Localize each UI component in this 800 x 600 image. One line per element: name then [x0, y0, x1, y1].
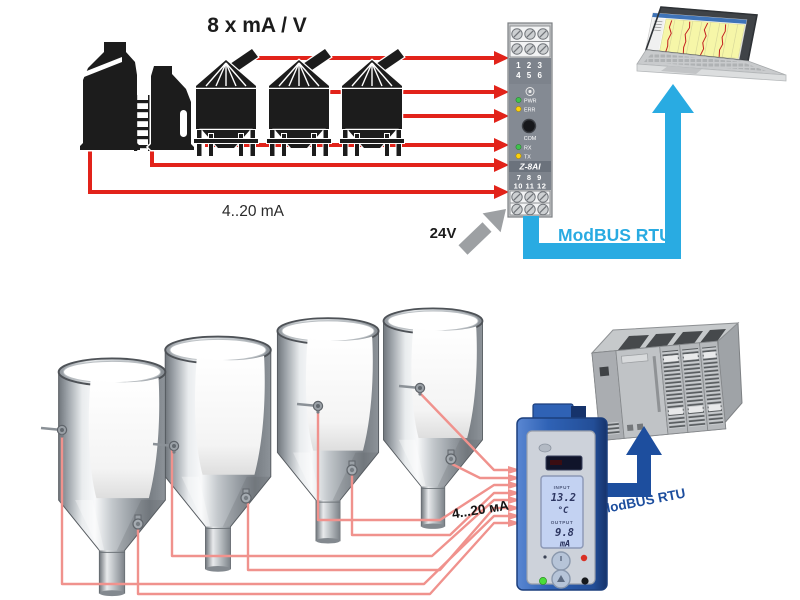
plc-icon [590, 321, 743, 442]
rx-led [515, 144, 522, 150]
device-black-dot [581, 577, 589, 585]
modbus-rtu-path-top [523, 84, 694, 259]
pwr-led [515, 97, 522, 103]
indicator-device: INPUT 13.2 °C OUTPUT 9.8 mA [516, 403, 608, 591]
brand-logo-icon [525, 87, 535, 96]
bottle-slot [180, 110, 187, 137]
tank-icon [276, 317, 380, 545]
device-red-led [580, 554, 588, 562]
silo-icon [192, 47, 260, 158]
lcd-input-label: INPUT [554, 485, 571, 490]
com-label: COM [524, 136, 537, 142]
level-sensor-icon [346, 460, 358, 476]
device-green-led [539, 577, 547, 585]
ladder-icon [134, 95, 152, 151]
tank-icon [57, 357, 167, 598]
level-sensor-icon [39, 424, 68, 439]
terminal-numbers-top-2: 4 5 6 [516, 71, 544, 80]
bottle-highlight [84, 57, 122, 77]
pink-arrowheads [508, 466, 521, 527]
tx-led [515, 153, 522, 159]
device-led-display [545, 455, 583, 471]
power-label: 24V [430, 225, 457, 242]
pwr-led-label: PWR [524, 99, 537, 105]
z8ai-module: 1 2 3 4 5 6 PWR ERR COM RX TX Z-8AI 7 8 … [507, 22, 553, 218]
terminal-numbers-bottom-2: 10 11 12 [514, 182, 547, 191]
current-loop-label-bottom: 4...20 мА [451, 498, 510, 522]
analog-wiring [60, 389, 508, 596]
terminal-numbers-bottom-1: 7 8 9 [517, 173, 544, 182]
red-arrowheads [494, 51, 509, 199]
silo-icon [265, 47, 333, 158]
device-lcd: INPUT 13.2 °C OUTPUT 9.8 mA [540, 475, 584, 550]
tx-led-label: TX [524, 155, 531, 161]
modbus-label-top: ModBUS RTU [558, 225, 672, 245]
tank-icon [164, 335, 272, 573]
silo-icon [338, 47, 406, 158]
lcd-input-value: 13.2 [551, 492, 576, 504]
lcd-input-unit: °C [558, 506, 569, 516]
lcd-output-value: 9.8 [555, 527, 574, 539]
current-loop-label-top: 4..20 mA [222, 203, 285, 220]
channels-count-label: 8 x mA / V [207, 14, 307, 37]
module-model-label: Z-8AI [518, 162, 541, 172]
laptop-icon [636, 6, 787, 82]
lcd-output-unit: mA [559, 540, 570, 550]
level-sensor-icon [132, 514, 144, 530]
terminal-numbers-top-1: 1 2 3 [516, 61, 544, 70]
com-port-icon [521, 118, 537, 134]
bottle-icon [78, 40, 142, 152]
lcd-output-label: OUTPUT [551, 520, 573, 525]
tank-icon [382, 307, 484, 530]
level-sensor-icon [445, 449, 457, 465]
source-silhouettes [78, 40, 406, 158]
bottle-icon [145, 64, 196, 152]
level-sensor-icon [240, 488, 252, 504]
rx-led-label: RX [524, 146, 532, 152]
err-led [515, 106, 522, 112]
device-logo-icon [538, 443, 552, 453]
err-led-label: ERR [524, 108, 535, 114]
power-arrow-icon [458, 209, 506, 255]
